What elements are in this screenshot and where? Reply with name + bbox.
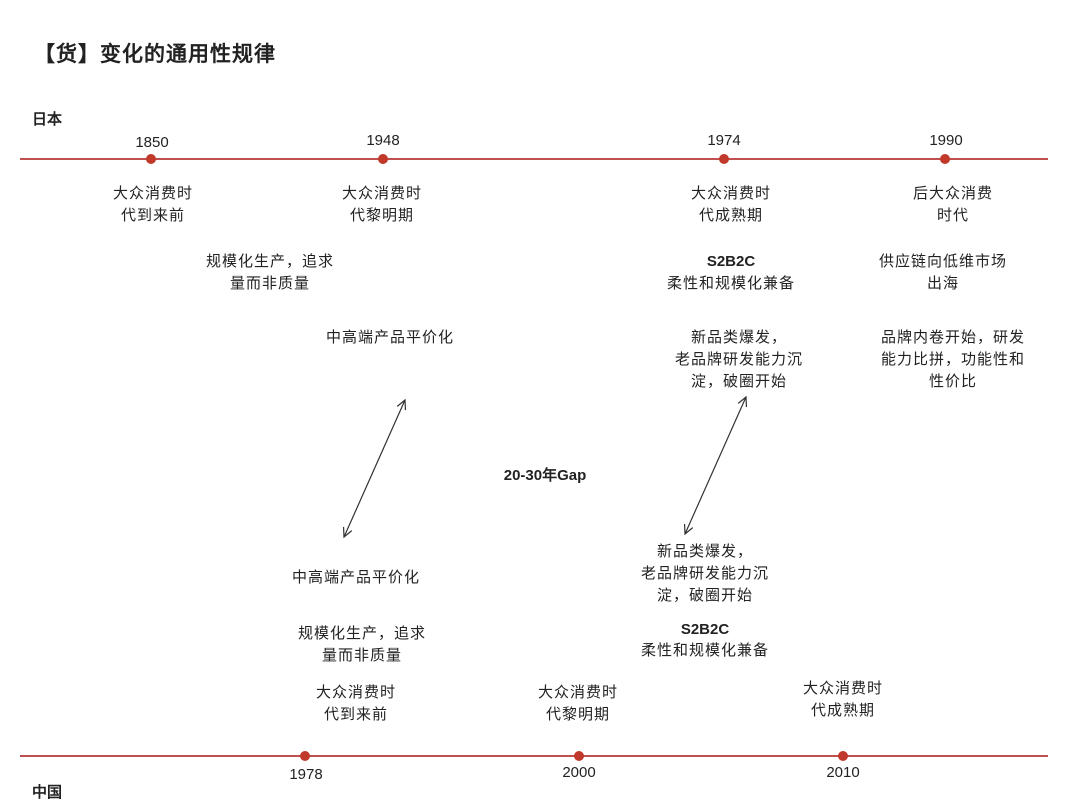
china-dot-2010 <box>838 751 848 761</box>
japan-1974-stage: 大众消费时 代成熟期 <box>690 184 772 224</box>
japan-1990-category: 品牌内卷开始，研发 能力比拼，功能性和 性价比 <box>880 328 1026 390</box>
japan-dot-1948 <box>378 154 388 164</box>
page-title: 【货】变化的通用性规律 <box>34 42 276 66</box>
japan-1990-feature: 供应链向低维市场 出海 <box>878 252 1008 292</box>
china-2010-category: 新品类爆发， 老品牌研发能力沉 淀，破圈开始 <box>640 542 770 604</box>
japan-1850-stage: 大众消费时 代到来前 <box>112 184 194 224</box>
japan-1974-model: S2B2C <box>706 253 756 270</box>
china-year-2010: 2010 <box>826 764 860 781</box>
gap-arrow-left <box>344 400 405 537</box>
japan-year-1990: 1990 <box>929 132 963 149</box>
japan-label: 日本 <box>32 110 63 128</box>
japan-dot-1974 <box>719 154 729 164</box>
china-2010-stage: 大众消费时 代成熟期 <box>802 679 884 719</box>
china-2000-stage: 大众消费时 代黎明期 <box>537 683 619 723</box>
china-dot-2000 <box>574 751 584 761</box>
japan-1948-feature: 中高端产品平价化 <box>325 328 455 346</box>
japan-dot-1850 <box>146 154 156 164</box>
china-1978-feature1: 中高端产品平价化 <box>291 568 421 586</box>
gap-arrow-right <box>685 397 746 534</box>
china-label: 中国 <box>32 783 63 801</box>
japan-year-1948: 1948 <box>366 132 400 149</box>
japan-1990-stage: 后大众消费 时代 <box>912 184 994 224</box>
japan-1974-feature: 柔性和规模化兼备 <box>666 274 796 292</box>
japan-1850-feature: 规模化生产，追求 量而非质量 <box>205 252 335 292</box>
china-dot-1978 <box>300 751 310 761</box>
china-2010-model: S2B2C <box>680 621 730 638</box>
japan-dot-1990 <box>940 154 950 164</box>
gap-label: 20-30年Gap <box>503 467 587 484</box>
china-1978-feature2: 规模化生产，追求 量而非质量 <box>297 624 427 664</box>
china-1978-stage: 大众消费时 代到来前 <box>315 683 397 723</box>
china-year-1978: 1978 <box>289 766 323 783</box>
japan-year-1850: 1850 <box>135 134 169 151</box>
china-2010-feature: 柔性和规模化兼备 <box>640 641 770 659</box>
japan-year-1974: 1974 <box>707 132 741 149</box>
china-year-2000: 2000 <box>562 764 596 781</box>
japan-1948-stage: 大众消费时 代黎明期 <box>341 184 423 224</box>
japan-1974-category: 新品类爆发， 老品牌研发能力沉 淀，破圈开始 <box>674 328 804 390</box>
